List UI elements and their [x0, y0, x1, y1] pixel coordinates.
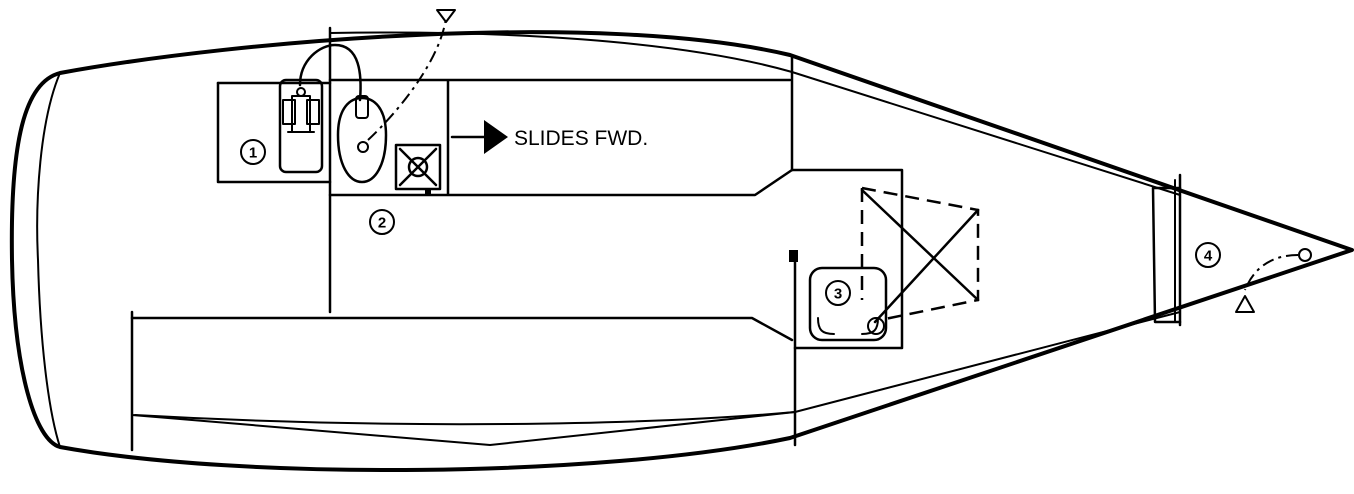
settee-lower [130, 316, 794, 342]
galley-counter [790, 168, 904, 350]
callout-2: 2 [369, 209, 395, 235]
hatch-icon [860, 186, 980, 324]
hull-liner [329, 31, 1181, 196]
hull-outline [9, 30, 1354, 473]
arrow-right-icon [450, 120, 508, 154]
head-toilet-icon [278, 78, 324, 174]
hull-liner-lower [134, 311, 1181, 426]
thru-hull-fitting-icon [1235, 248, 1312, 313]
vent-line [367, 17, 447, 141]
settee-upper [216, 78, 794, 197]
callout-3: 3 [825, 280, 851, 306]
svg-text:1: 1 [249, 145, 257, 162]
sink-icon [808, 266, 888, 342]
slides-fwd-label: SLIDES FWD. [514, 127, 648, 150]
hose-loop [298, 43, 362, 102]
svg-text:3: 3 [834, 286, 842, 303]
galley-post [789, 250, 798, 262]
holding-tank-icon [336, 95, 388, 184]
callout-4: 4 [1195, 242, 1221, 268]
head-cabinet [216, 81, 332, 184]
svg-text:4: 4 [1204, 248, 1213, 265]
deck-fitting-icon [436, 9, 456, 23]
transom [36, 72, 61, 448]
berth-lower [131, 411, 796, 446]
svg-text:2: 2 [378, 215, 386, 232]
seacock-valve-icon [394, 143, 442, 196]
vberth-panel [1151, 186, 1182, 324]
callout-1: 1 [240, 139, 266, 165]
